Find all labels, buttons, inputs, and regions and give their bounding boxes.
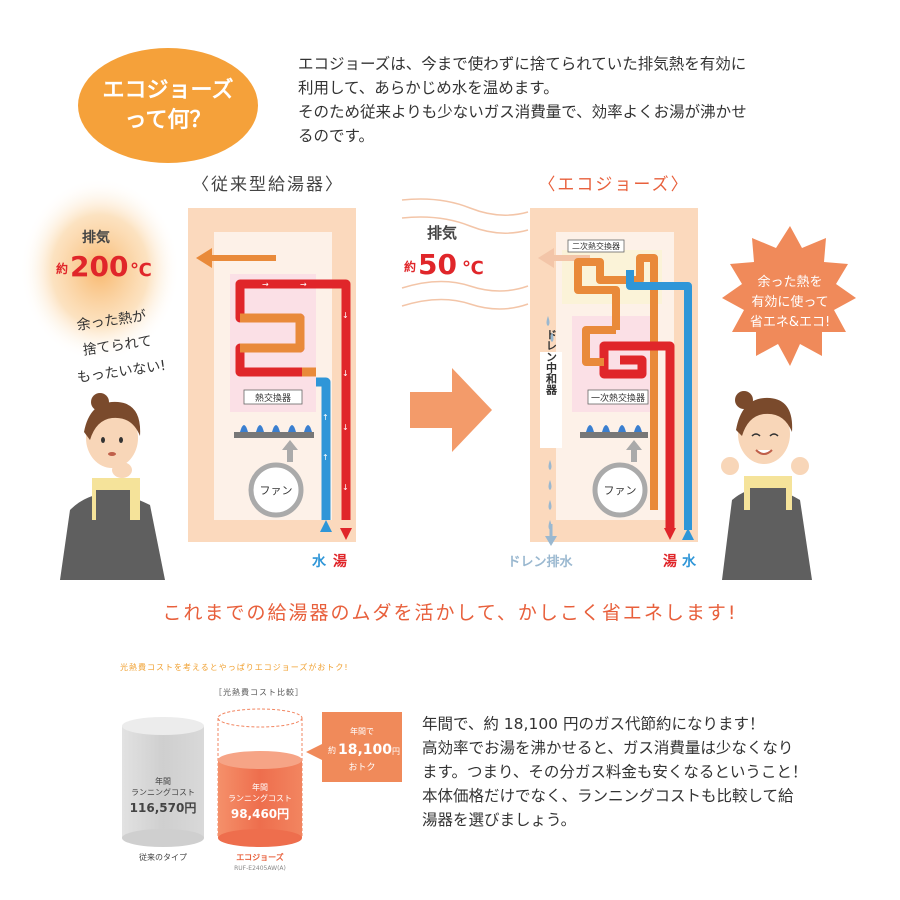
heat-exchanger-label: 熱交換器 [255, 392, 291, 404]
conventional-cost-value: 116,570円 [130, 801, 197, 815]
savings-line3: おトク [348, 762, 375, 773]
happy-woman-illustration [721, 391, 812, 580]
ecojozu-exhaust-prefix: 約 [404, 259, 416, 274]
conventional-exhaust-unit: ℃ [130, 260, 152, 281]
cost-text-line: 本体価格だけでなく、ランニングコストも比較して給 [422, 787, 794, 805]
badge-line: 有効に使って [751, 294, 828, 310]
conventional-cost-line1: 年間 [155, 776, 171, 786]
worried-woman-illustration [60, 393, 165, 580]
ecojozu-exhaust-value: 50 [418, 248, 457, 281]
svg-text:→: → [262, 280, 269, 289]
savings-callout [322, 712, 402, 782]
badge-line: 余った熱を [757, 274, 822, 290]
hot-out-arrow-icon [664, 528, 676, 540]
cost-comparison-chart: 年間 ランニングコスト 116,570円 従来のタイプ 年間 ランニングコスト … [122, 708, 402, 872]
ecojozu-exhaust-unit: ℃ [462, 258, 484, 279]
conventional-exhaust-label: 排気 [82, 229, 110, 246]
savings-unit: 円 [392, 747, 400, 756]
cost-text-line: 湯器を選びましょう。 [422, 811, 577, 829]
ecojozu-heater: 〈エコジョーズ〉 二次熱交換器 一次熱交換器 ドレン中和器 [507, 175, 856, 580]
exhaust-heat-glow [20, 178, 180, 362]
svg-text:→: → [300, 280, 307, 289]
drain-label: ドレン排水 [507, 554, 573, 570]
drain-arrow-icon [545, 536, 557, 546]
hot-out-arrow-icon [340, 528, 352, 540]
cost-headline: 光熱費コストを考えるとやっぱりエコジョーズがおトク! [120, 663, 349, 672]
intro-line: 利用して、あらかじめ水を温めます。 [298, 79, 559, 97]
burner-flames-icon [234, 425, 314, 438]
cost-explanation: 年間で、約 18,100 円のガス代節約になります！ 高効率でお湯を沸かせると、… [422, 712, 862, 832]
conventional-cost-cylinder [122, 717, 204, 735]
drain-neutralizer-box [540, 352, 562, 448]
cost-subhead: ［光熱費コスト比較］ [214, 688, 304, 697]
primary-exchanger-label: 一次熱交換器 [591, 392, 645, 404]
water-in-arrow-icon [682, 528, 694, 540]
fan-icon [248, 462, 304, 518]
water-label: 水 [682, 553, 697, 570]
exhaust-arrow-icon [196, 248, 212, 268]
fan-label: ファン [260, 484, 293, 497]
burner-flames-icon [580, 425, 648, 438]
svg-text:↓: ↓ [342, 311, 349, 320]
savings-value: 18,100 [338, 742, 392, 758]
svg-text:↑: ↑ [322, 453, 329, 462]
water-pipe [316, 377, 331, 520]
intro-line: そのため従来よりも少ないガス消費量で、効率よくお湯が沸かせ [298, 103, 747, 121]
ecojozu-cost-line2: ランニングコスト [228, 793, 292, 803]
ecojozu-exhaust-label: 排気 [427, 224, 457, 242]
svg-text:↓: ↓ [342, 483, 349, 492]
conventional-cost-line2: ランニングコスト [131, 787, 195, 797]
svg-text:↓: ↓ [342, 423, 349, 432]
cost-text-line: 年間で、約 18,100 円のガス代節約になります！ [422, 715, 765, 733]
svg-text:↑: ↑ [322, 413, 329, 422]
fan-label: ファン [604, 484, 637, 497]
ecojozu-cost-cylinder [218, 751, 302, 769]
ecojozu-cost-caption: エコジョーズ [236, 852, 284, 862]
ecojozu-title: 〈エコジョーズ〉 [538, 175, 689, 195]
conventional-cost-caption: 従来のタイプ [139, 852, 187, 862]
conventional-title: 〈従来型給湯器〉 [192, 175, 344, 195]
intro-line: エコジョーズは、今まで使わずに捨てられていた排気熱を有効に [298, 55, 747, 73]
ecojozu-cost-value: 98,460円 [231, 807, 289, 821]
savings-line1: 年間で [350, 726, 374, 736]
ecojozu-cost-line1: 年間 [252, 782, 268, 792]
cost-text-line: 高効率でお湯を沸かせると、ガス消費量は少なくなり [422, 739, 794, 757]
svg-text:↓: ↓ [342, 369, 349, 378]
conventional-exhaust-prefix: 約 [56, 261, 68, 276]
intro-bubble-line1: エコジョーズ [102, 77, 234, 103]
conventional-heater: 〈従来型給湯器〉 排気 約 200 ℃ 余った熱が 捨てられて もったいない! … [20, 175, 356, 580]
badge-line: 省エネ&エコ! [750, 315, 830, 330]
secondary-exchanger-label: 二次熱交換器 [572, 241, 620, 251]
intro-bubble-line2: って何？ [124, 107, 212, 133]
hot-water-label: 湯 [333, 553, 347, 570]
water-label: 水 [312, 553, 327, 570]
thought-line: もったいない! [76, 358, 167, 386]
conventional-exhaust-value: 200 [70, 250, 128, 283]
hot-water-label: 湯 [663, 553, 677, 570]
fan-icon [592, 462, 648, 518]
intro-paragraph: エコジョーズは、今まで使わずに捨てられていた排気熱を有効に 利用して、あらかじめ… [298, 52, 843, 148]
drain-neutralizer-label: ドレン中和器 [545, 329, 559, 396]
tagline: これまでの給湯器のムダを活かして、かしこく省エネします! [162, 602, 738, 624]
heating-pipe [240, 313, 305, 353]
water-in-arrow-icon [320, 520, 332, 532]
ecojozu-model: RUF-E2405AW(A) [234, 865, 286, 872]
intro-bubble: エコジョーズ って何？ [78, 48, 258, 163]
ecojozu-exhaust: 排気 約 50 ℃ [401, 198, 529, 310]
cost-text-line: ます。つまり、その分ガス料金も安くなるということ！ [422, 763, 808, 781]
water-pipe [626, 270, 692, 530]
hot-pipe [599, 341, 675, 530]
intro-line: るのです。 [298, 127, 374, 145]
comparison-arrow-icon [410, 368, 492, 452]
savings-prefix: 約 [328, 745, 336, 755]
eco-starburst-badge [722, 226, 856, 366]
heating-pipe [582, 326, 616, 366]
